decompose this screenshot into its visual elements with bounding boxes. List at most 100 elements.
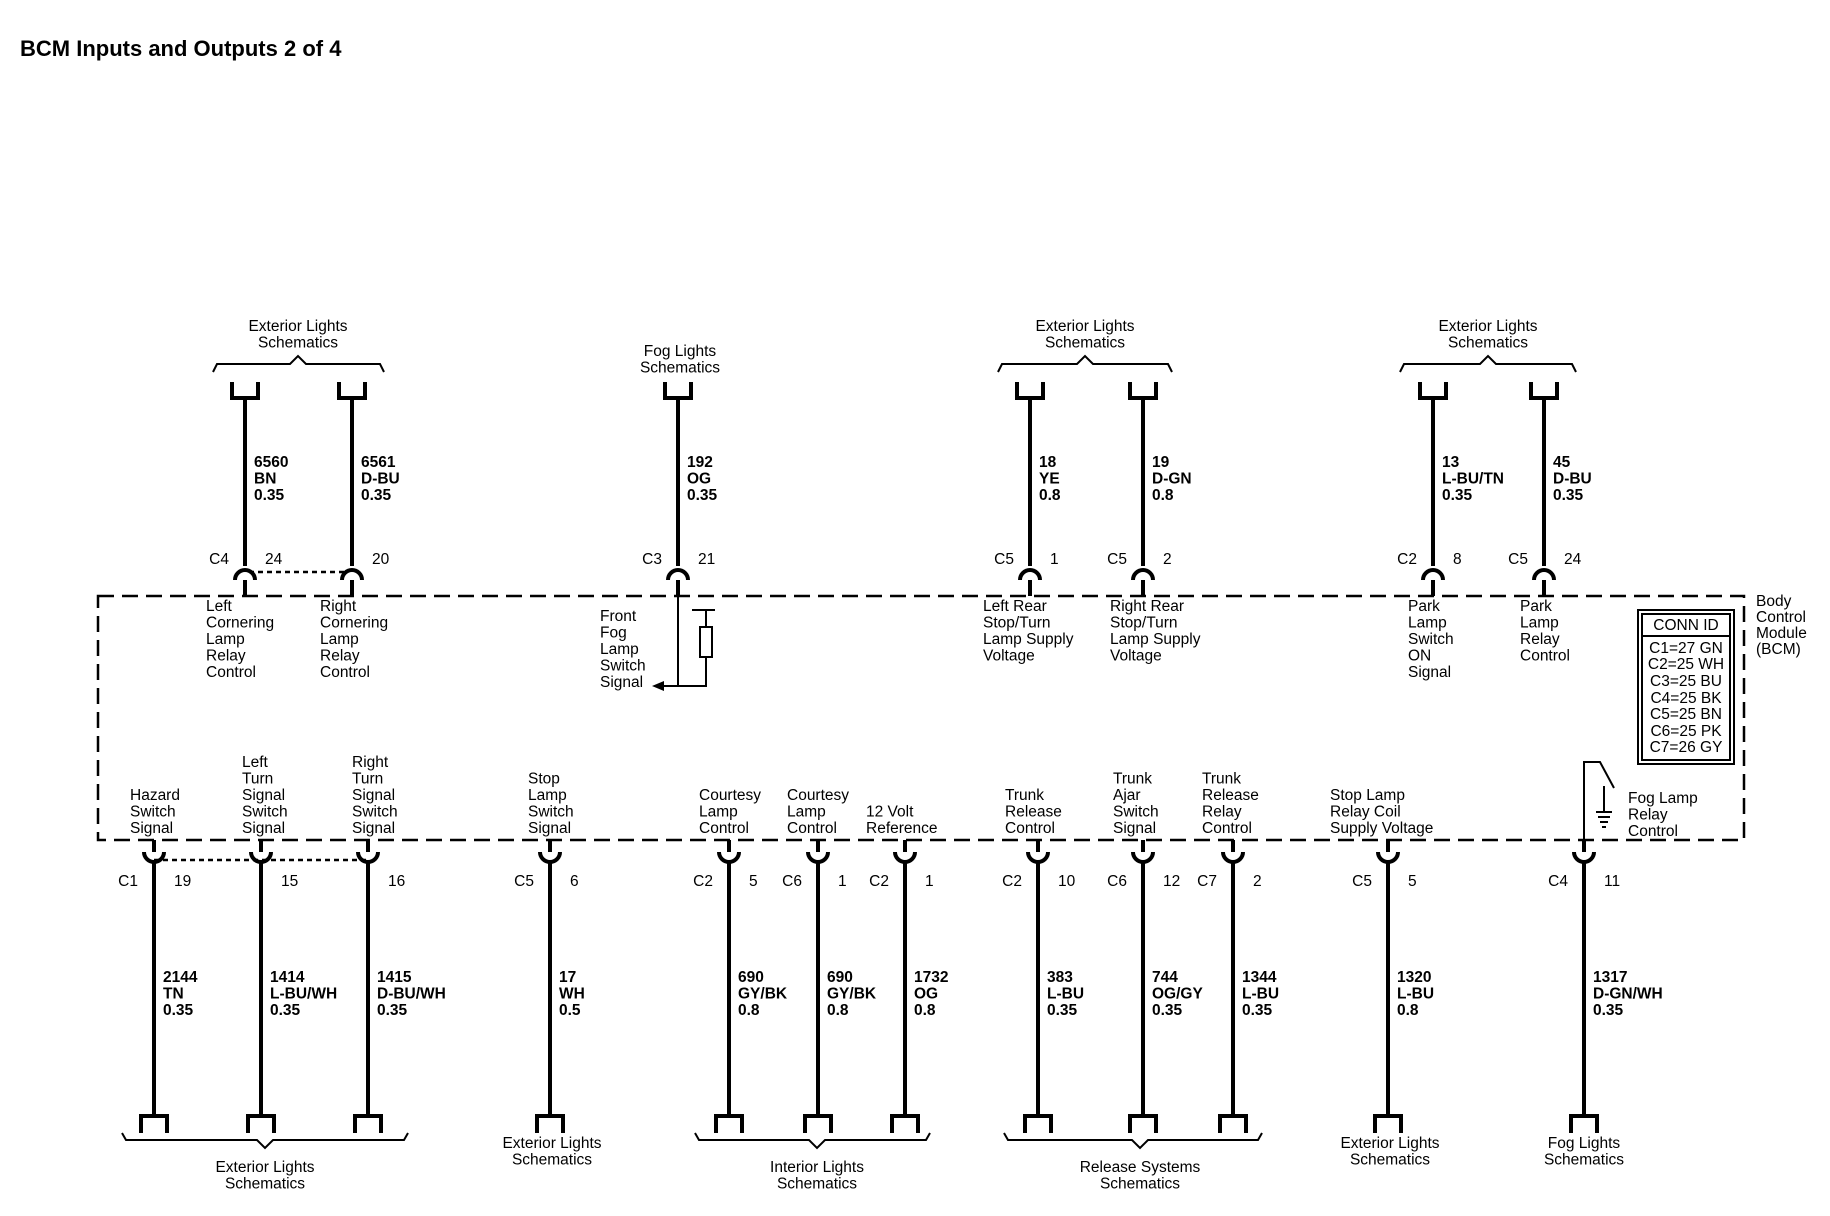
connector-id: C7	[1197, 873, 1217, 890]
circuit-label: 45	[1553, 454, 1571, 471]
circuit-label: L-BU/TN	[1442, 471, 1504, 488]
connector-id: C1	[118, 873, 138, 890]
conn-id-row: C6=25 PK	[1650, 723, 1722, 740]
circuit-label: OG/GY	[1152, 986, 1203, 1003]
connector-id: C2	[1002, 873, 1022, 890]
pin-number: 1	[925, 873, 934, 890]
circuit-label: 0.35	[163, 1002, 194, 1019]
destination-label: Schematics	[225, 1176, 305, 1193]
circuit-label: OG	[914, 986, 938, 1003]
connector-id: C5	[514, 873, 534, 890]
destination-label: Schematics	[1045, 335, 1125, 352]
pin-number: 24	[265, 551, 283, 568]
function-label: Switch	[1113, 804, 1159, 821]
circuit-label: 0.35	[1152, 1002, 1183, 1019]
conn-id-row: C2=25 WH	[1648, 656, 1724, 673]
circuit-label: 0.35	[687, 487, 718, 504]
function-label: Fog	[600, 625, 627, 642]
function-label: Switch	[528, 804, 574, 821]
bcm-module-label: Body Control Module (BCM)	[1756, 593, 1807, 658]
function-label: Relay	[320, 648, 360, 665]
conn-id-table: CONN ID C1=27 GN C2=25 WH C3=25 BU C4=25…	[1637, 609, 1735, 765]
circuit-label: D-BU	[361, 471, 400, 488]
function-label: Signal	[242, 787, 285, 804]
circuit-label: 1732	[914, 969, 948, 986]
destination-label: Schematics	[777, 1176, 857, 1193]
circuit-label: 1317	[1593, 969, 1627, 986]
group-bracket	[694, 1132, 931, 1150]
function-label: Lamp	[528, 787, 567, 804]
circuit-label: L-BU	[1397, 986, 1434, 1003]
function-label: Relay	[1628, 807, 1668, 824]
fog-switch-internal-symbol	[652, 588, 715, 691]
circuit-label: 0.8	[914, 1002, 936, 1019]
bottom-wire: 1414L-BU/WH0.3515LeftTurnSignalSwitchSig…	[242, 754, 337, 1116]
circuit-label: 0.35	[270, 1002, 301, 1019]
circuit-label: TN	[163, 986, 184, 1003]
pin-number: 6	[570, 873, 579, 890]
function-label: Left	[206, 598, 233, 615]
conn-id-row: C1=27 GN	[1649, 640, 1723, 657]
function-label: Switch	[352, 804, 398, 821]
circuit-label: L-BU	[1047, 986, 1084, 1003]
circuit-label: OG	[687, 471, 711, 488]
destination-label: Exterior Lights	[1340, 1135, 1439, 1152]
function-label: Relay	[1202, 804, 1242, 821]
function-label: Signal	[1408, 664, 1451, 681]
connector-pin-symbol	[1018, 568, 1042, 581]
destination-label: Exterior Lights	[1035, 318, 1134, 335]
function-label: Signal	[1113, 820, 1156, 837]
pin-number: 12	[1163, 873, 1180, 890]
function-label: Stop	[528, 771, 560, 788]
function-label: Lamp	[320, 631, 359, 648]
function-label: Signal	[352, 787, 395, 804]
function-label: Control	[787, 820, 837, 837]
destination-label: Schematics	[512, 1152, 592, 1169]
function-label: Lamp Supply	[983, 631, 1074, 648]
function-label: Control	[699, 820, 749, 837]
connector-id: C2	[869, 873, 889, 890]
function-label: 12 Volt	[866, 804, 914, 821]
function-label: Control	[1202, 820, 1252, 837]
group-bracket	[212, 354, 385, 373]
function-label: Lamp	[600, 641, 639, 658]
circuit-label: GY/BK	[827, 986, 877, 1003]
circuit-label: D-GN	[1152, 471, 1192, 488]
connector-pin-symbol	[1532, 568, 1556, 581]
function-label: Front	[600, 608, 637, 625]
diagram-title: BCM Inputs and Outputs 2 of 4	[20, 36, 342, 61]
destination-label: Schematics	[640, 360, 720, 377]
circuit-label: 0.35	[361, 487, 392, 504]
group-bracket	[997, 354, 1173, 373]
function-label: Trunk	[1005, 787, 1044, 804]
function-label: Switch	[1408, 631, 1454, 648]
pin-number: 2	[1253, 873, 1262, 890]
module-label-line: Module	[1756, 625, 1807, 642]
circuit-label: 744	[1152, 969, 1178, 986]
connector-id: C2	[1397, 551, 1417, 568]
group-bracket	[1399, 354, 1577, 373]
function-label: Park	[1408, 598, 1440, 615]
function-label: Cornering	[320, 615, 388, 632]
circuit-label: 0.35	[1442, 487, 1473, 504]
top-wire: 6561D-BU0.3520RightCorneringLampRelayCon…	[320, 398, 400, 681]
circuit-label: D-BU	[1553, 471, 1592, 488]
function-label: Stop/Turn	[1110, 615, 1178, 632]
function-label: Relay	[1520, 631, 1560, 648]
circuit-label: GY/BK	[738, 986, 788, 1003]
function-label: Release	[1005, 804, 1062, 821]
destination-label: Schematics	[258, 335, 338, 352]
circuit-label: D-GN/WH	[1593, 986, 1663, 1003]
circuit-label: 192	[687, 454, 713, 471]
destination-label: Fog Lights	[644, 343, 717, 360]
